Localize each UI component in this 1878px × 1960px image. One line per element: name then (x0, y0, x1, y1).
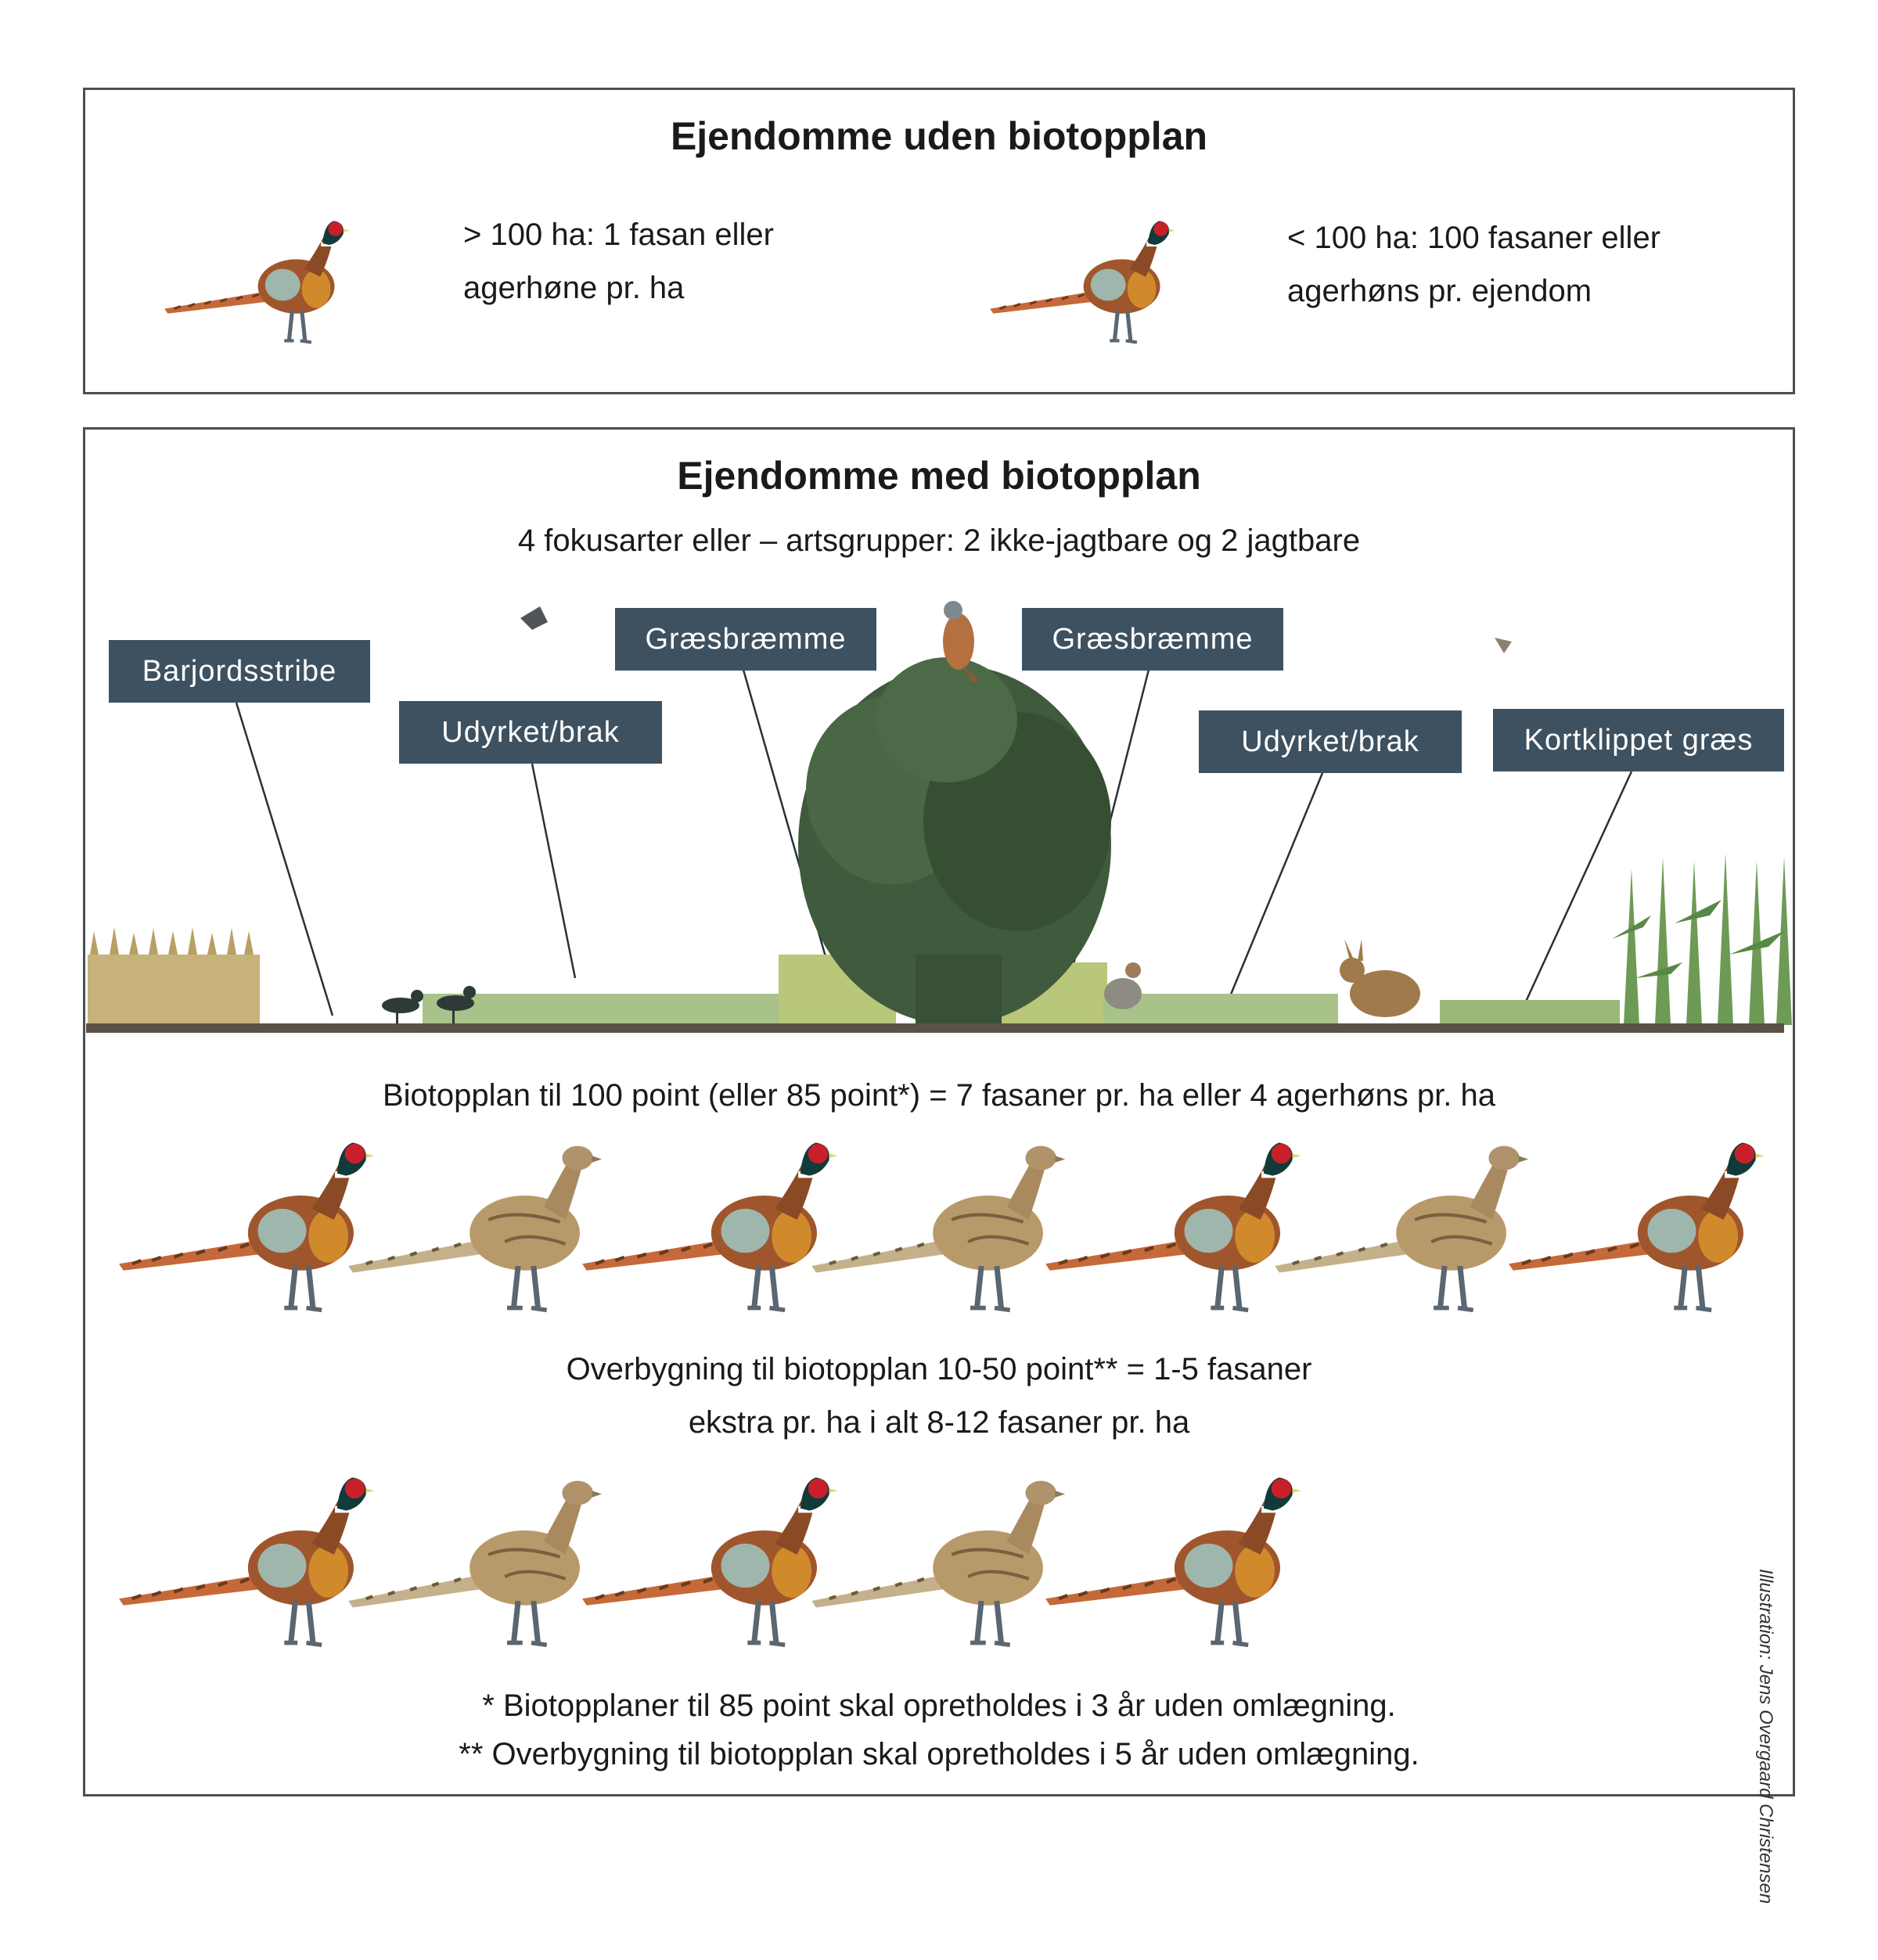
female-pheasant-icon (1266, 1141, 1536, 1321)
no-biotope-plan-panel: Ejendomme uden biotopplan (83, 88, 1795, 394)
female-pheasant-icon (803, 1476, 1073, 1656)
lapwing-icon (382, 986, 476, 1023)
label-fallow-right: Udyrket/brak (1199, 710, 1462, 773)
male-pheasant-icon (1034, 1476, 1304, 1656)
fallow-strip (423, 994, 782, 1025)
leader-line (1524, 771, 1633, 1002)
male-pheasant-icon (108, 1476, 378, 1656)
label-bare-soil-strip: Barjordsstribe (109, 640, 370, 703)
lark-icon (1495, 638, 1512, 653)
female-pheasant-icon (340, 1476, 610, 1656)
partridge-icon (1104, 962, 1142, 1009)
label-short-grass: Kortklippet græs (1493, 709, 1784, 771)
upgrade-text-line-2: ekstra pr. ha i alt 8-12 fasaner pr. ha (688, 1405, 1190, 1440)
hare-icon (1340, 939, 1420, 1017)
maize-field (1612, 853, 1792, 1025)
leader-line (531, 763, 577, 979)
kestrel-icon (943, 601, 980, 682)
biotope-plan-text: Biotopplan til 100 point (eller 85 point… (382, 1078, 1495, 1113)
male-pheasant-icon (108, 1141, 378, 1321)
rule-large-line-1: > 100 ha: 1 fasan eller (463, 218, 774, 252)
illustration-credit: Illustration: Jens Overgaard Christensen (1755, 1569, 1776, 1904)
upgrade-text-line-1: Overbygning til biotopplan 10-50 point**… (566, 1352, 1312, 1386)
label-grass-margin-left: Græsbræmme (615, 608, 876, 671)
panel-subtitle: 4 fokusarter eller – artsgrupper: 2 ikke… (517, 523, 1361, 558)
landscape-illustration (86, 601, 1792, 1033)
female-pheasant-icon (340, 1141, 610, 1321)
male-pheasant-icon (571, 1141, 841, 1321)
leader-line (235, 702, 334, 1016)
rule-large-line-2: agerhøne pr. ha (463, 271, 685, 305)
label-grass-margin-right: Græsbræmme (1022, 608, 1283, 671)
rule-small-line-2: agerhøns pr. ejendom (1287, 274, 1592, 308)
fallow-strip (1103, 994, 1338, 1025)
female-pheasant-icon (803, 1141, 1073, 1321)
ground-line (86, 1023, 1784, 1033)
biotope-plan-panel: Ejendomme med biotopplan 4 fokusarter el… (83, 427, 1795, 1796)
panel-title: Ejendomme uden biotopplan (670, 114, 1208, 158)
short-grass (1440, 1000, 1620, 1025)
male-pheasant-icon (571, 1476, 841, 1656)
leader-line (1227, 772, 1324, 1001)
male-pheasant-icon (1034, 1141, 1304, 1321)
bush (798, 657, 1111, 1025)
footnote-1: * Biotopplaner til 85 point skal opretho… (482, 1688, 1396, 1723)
male-pheasant-icon (1498, 1141, 1768, 1321)
label-fallow-left: Udyrket/brak (399, 701, 662, 764)
footnote-2: ** Overbygning til biotopplan skal opret… (459, 1737, 1419, 1771)
swallow-icon (520, 606, 548, 630)
panel-title: Ejendomme med biotopplan (677, 454, 1201, 498)
rule-small-line-1: < 100 ha: 100 fasaner eller (1287, 221, 1661, 255)
wheat-field (88, 927, 260, 1025)
